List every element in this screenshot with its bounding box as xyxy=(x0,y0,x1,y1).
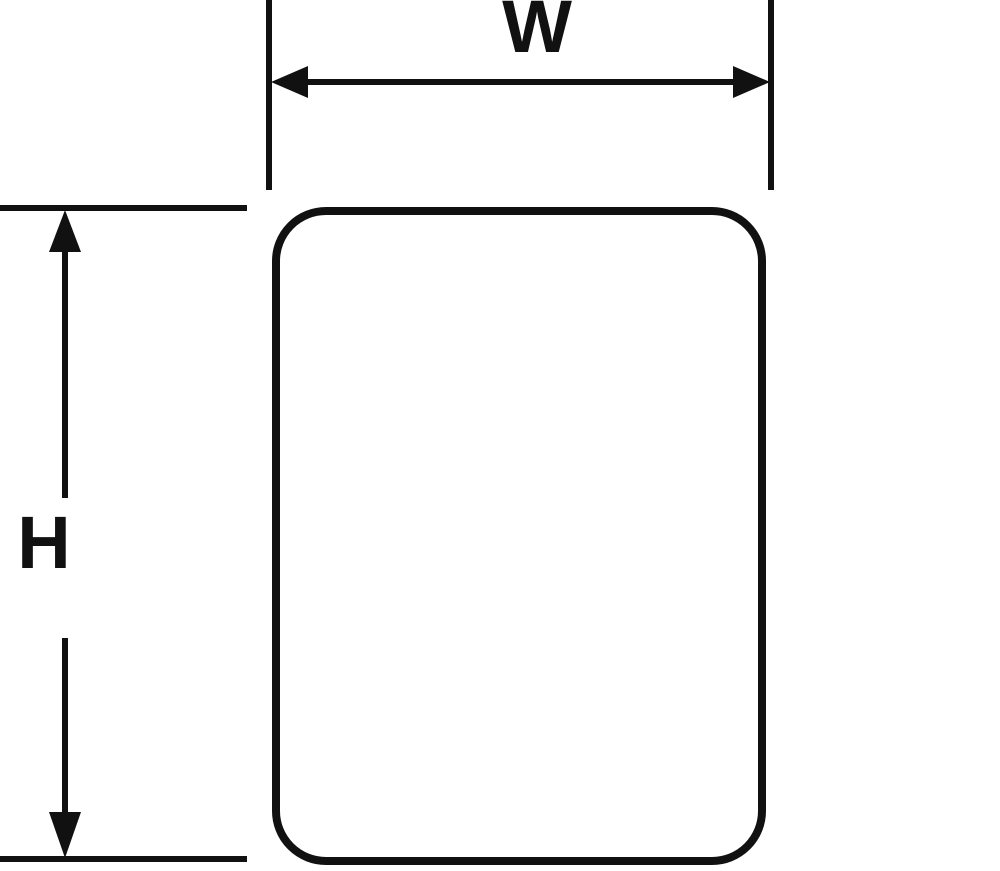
height-arrowhead-top xyxy=(49,210,81,252)
height-arrowhead-bottom xyxy=(49,812,81,858)
width-label: W xyxy=(502,0,572,68)
height-dimension-group: H xyxy=(0,205,247,862)
rounded-rectangle-shape xyxy=(272,207,766,865)
width-arrowhead-right xyxy=(733,66,770,98)
height-label: H xyxy=(17,501,70,584)
width-dimension-group: W xyxy=(266,0,774,190)
width-arrowhead-left xyxy=(271,66,308,98)
